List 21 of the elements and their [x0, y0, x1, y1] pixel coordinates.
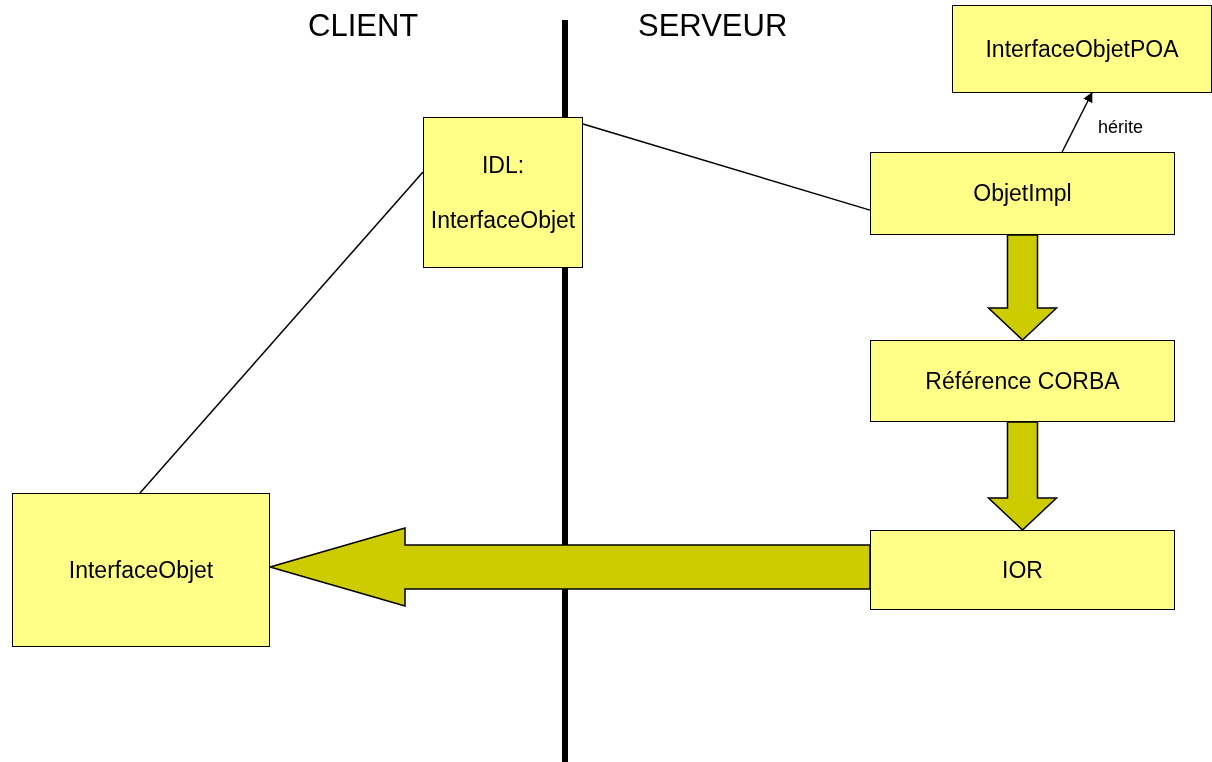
class-box — [423, 117, 583, 268]
arrow — [1061, 92, 1093, 153]
class-box — [952, 5, 1212, 93]
block-arrow — [267, 527, 871, 607]
box-label: IDL: — [481, 151, 525, 179]
box-label: InterfaceObjet — [68, 556, 214, 584]
class-box — [870, 530, 1175, 610]
box-label: Référence CORBA — [925, 367, 1120, 395]
box-label: ObjetImpl — [973, 180, 1072, 207]
box-label: IOR — [1002, 556, 1043, 584]
block-arrow — [986, 421, 1059, 532]
box-label: InterfaceObjet — [430, 206, 576, 234]
block-arrow — [986, 234, 1059, 342]
column-heading: CLIENT — [308, 8, 419, 44]
box-label: InterfaceObjetPOA — [985, 35, 1179, 63]
column-heading: SERVEUR — [638, 8, 788, 44]
connector-line — [582, 123, 871, 211]
class-box — [12, 493, 270, 647]
connector-line — [139, 171, 424, 494]
class-box — [870, 152, 1175, 235]
class-box — [870, 340, 1175, 422]
